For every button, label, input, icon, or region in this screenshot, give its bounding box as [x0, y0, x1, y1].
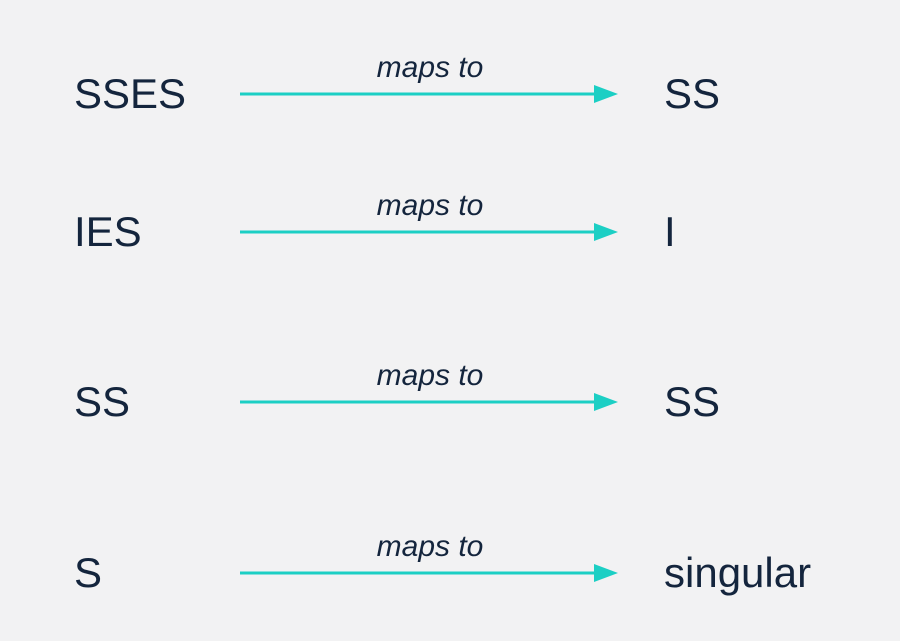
rule-target: singular	[664, 549, 812, 596]
arrow-right-icon	[240, 223, 618, 241]
rule-row-s: S maps to singular	[0, 530, 900, 603]
rule-source: S	[74, 549, 103, 596]
rule-target: SS	[664, 378, 721, 425]
rule-relation-label: maps to	[376, 359, 484, 392]
rule-target: SS	[664, 70, 721, 117]
rule-row-ies: IES maps to I	[0, 189, 900, 262]
rule-row-ss: SS maps to SS	[0, 359, 900, 432]
rule-relation-label: maps to	[376, 51, 484, 84]
rule-source: SS	[74, 378, 131, 425]
arrow-right-icon	[240, 85, 618, 103]
rule-target: I	[664, 208, 676, 255]
rule-source: SSES	[74, 70, 187, 117]
rule-row-sses: SSES maps to SS	[0, 51, 900, 124]
rule-source: IES	[74, 208, 142, 255]
arrow-right-icon	[240, 564, 618, 582]
rule-relation-label: maps to	[376, 530, 484, 563]
rule-relation-label: maps to	[376, 189, 484, 222]
arrow-right-icon	[240, 393, 618, 411]
